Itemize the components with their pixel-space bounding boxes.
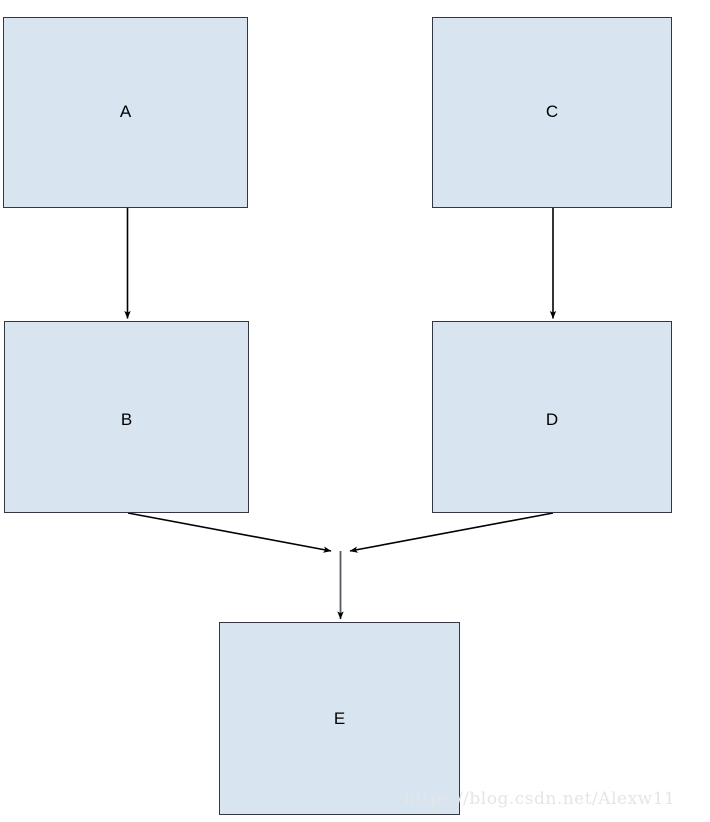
node-b[interactable]: B bbox=[4, 321, 249, 513]
node-d-label: D bbox=[545, 409, 559, 429]
node-c-label: C bbox=[545, 102, 559, 121]
node-d[interactable]: D bbox=[432, 321, 672, 513]
node-c[interactable]: C bbox=[432, 17, 672, 208]
node-a-label: A bbox=[119, 102, 132, 121]
node-e-label: E bbox=[333, 709, 346, 728]
watermark-text: https://blog.csdn.net/Alexw11 bbox=[404, 789, 676, 809]
node-e[interactable]: E bbox=[219, 622, 460, 815]
node-a[interactable]: A bbox=[3, 17, 248, 208]
edge-d-to-e bbox=[349, 512, 554, 553]
node-b-label: B bbox=[120, 409, 133, 429]
edge-b-to-e bbox=[127, 512, 332, 553]
